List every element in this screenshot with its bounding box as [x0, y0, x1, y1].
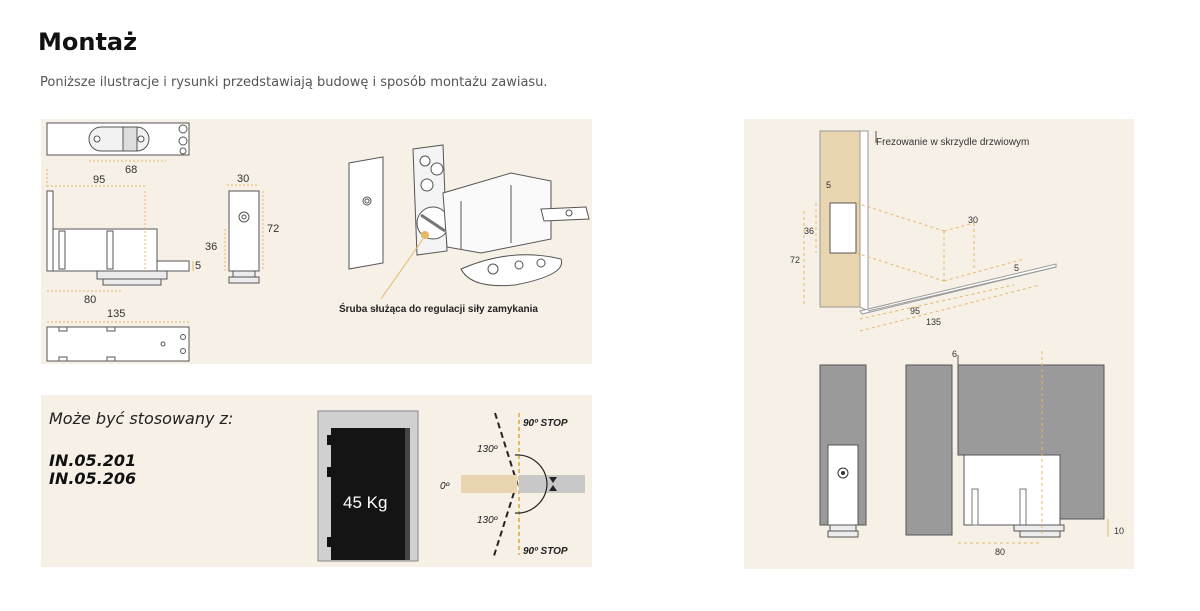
top-view-plate — [46, 122, 190, 156]
door-closed-bar — [461, 475, 517, 493]
compat-heading: Może być stosowany z: — [49, 409, 234, 428]
door-open-bar — [519, 475, 585, 493]
r-dim-5: 5 — [826, 180, 831, 190]
dim-95: 95 — [93, 174, 105, 186]
angle-130-bottom: 130º — [477, 515, 499, 526]
milling-drawing: Frezowanie w skrzydle drzwiowym 5 36 72 … — [744, 119, 1134, 569]
milling-label: Frezowanie w skrzydle drzwiowym — [876, 137, 1029, 148]
door-leaf — [331, 428, 405, 560]
dim-30: 30 — [237, 173, 249, 185]
door-weight-label: 45 Kg — [343, 493, 387, 512]
hinge-knuckle — [327, 435, 331, 445]
milling-pocket — [829, 202, 857, 254]
dim-72: 72 — [267, 223, 279, 235]
hinge-drawing-svg: 68 95 5 80 135 — [46, 122, 590, 362]
dim-5: 5 — [195, 260, 201, 272]
milling-drawing-svg: Frezowanie w skrzydle drzwiowym 5 36 72 … — [790, 130, 1124, 557]
front-view — [228, 190, 260, 284]
r-dim-10: 10 — [1114, 526, 1124, 536]
r-dim-95: 95 — [910, 306, 920, 316]
r-dim-5b: 5 — [1014, 263, 1019, 273]
r-dim-80: 80 — [995, 547, 1005, 557]
bottom-view — [46, 326, 190, 362]
angle-0: 0º — [440, 481, 451, 492]
hinge-technical-drawing: 68 95 5 80 135 — [41, 119, 592, 364]
hinge-knuckle — [327, 537, 331, 547]
dim-36: 36 — [205, 241, 217, 253]
stop-label-bottom: 90º STOP — [523, 546, 568, 557]
hinge-knuckle — [327, 467, 331, 477]
r-dim-72: 72 — [790, 255, 800, 265]
r-dim-135: 135 — [926, 317, 941, 327]
page-title: Montaż — [38, 28, 138, 56]
compatibility-panel: Może być stosowany z: IN.05.201 IN.05.20… — [41, 395, 592, 567]
door-section-side-left — [905, 364, 953, 536]
compat-item: IN.05.206 — [49, 469, 137, 488]
r-dim-30: 30 — [968, 215, 978, 225]
adjust-screw-caption: Śruba służąca do regulacji siły zamykani… — [339, 302, 538, 315]
dim-68: 68 — [125, 164, 137, 176]
r-dim-6: 6 — [952, 349, 957, 359]
hinge-3d-illustration — [348, 144, 590, 287]
door-angle-svg: 45 Kg 90º STOP 90º STOP 130º 130º 0º — [317, 410, 585, 562]
dim-80: 80 — [84, 294, 96, 306]
r-dim-36: 36 — [804, 226, 814, 236]
angle-130-top: 130º — [477, 444, 499, 455]
side-view — [46, 190, 190, 286]
intro-text: Poniższe ilustracje i rysunki przedstawi… — [40, 75, 548, 90]
stop-label-top: 90º STOP — [523, 418, 568, 429]
compat-item: IN.05.201 — [49, 451, 137, 470]
dim-135: 135 — [107, 308, 125, 320]
